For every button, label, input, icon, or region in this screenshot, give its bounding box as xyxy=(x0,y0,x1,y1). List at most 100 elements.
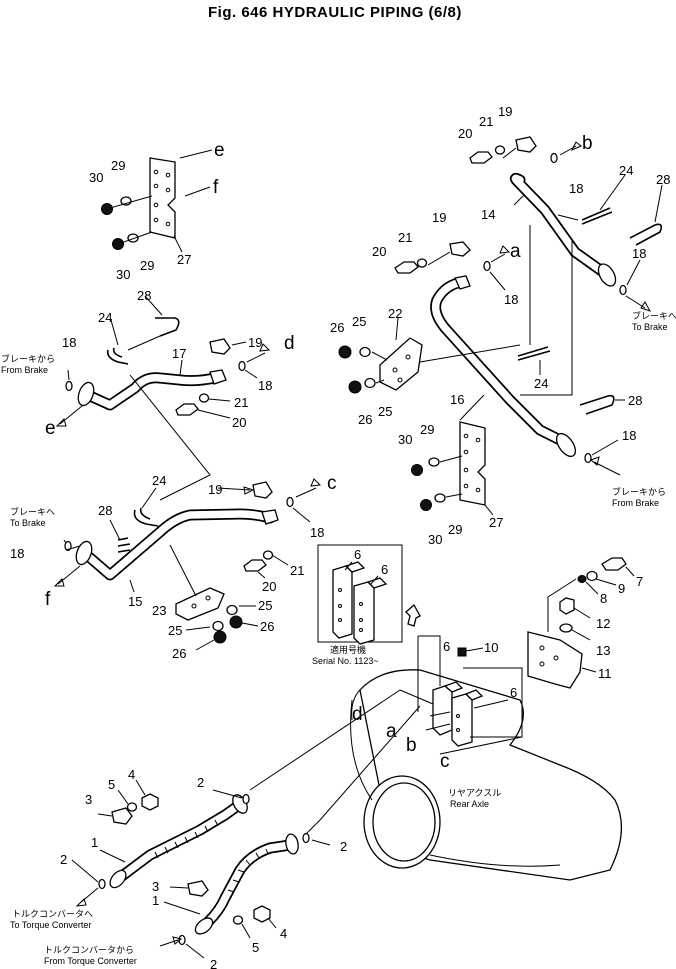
flange-1-lower-top xyxy=(285,833,299,855)
pipe-14 xyxy=(509,173,609,278)
bolt-4-upper xyxy=(141,793,159,811)
callout-18: 18 xyxy=(258,378,272,393)
callout-6: 6 xyxy=(354,547,361,562)
callout-24: 24 xyxy=(152,473,166,488)
note-from-tc-jp: トルクコンバータから xyxy=(44,945,134,955)
letter-e: e xyxy=(214,140,225,161)
callout-14: 14 xyxy=(481,207,495,222)
callout-10: 10 xyxy=(484,640,498,655)
flange-15 xyxy=(75,540,93,566)
callout-21: 21 xyxy=(234,395,248,410)
note-to-tc-jp: トルクコンバータへ xyxy=(12,909,93,919)
callout-19: 19 xyxy=(432,210,446,225)
callout-20: 20 xyxy=(262,579,276,594)
callout-4: 4 xyxy=(280,926,287,941)
hose-1-lower xyxy=(202,839,296,928)
washer-29c xyxy=(428,457,440,467)
note-from-brake-en-right: From Brake xyxy=(612,498,659,508)
o-ring-18-top xyxy=(550,152,558,164)
letter-d: d xyxy=(284,333,295,354)
letter-a: a xyxy=(386,721,397,742)
callout-27: 27 xyxy=(177,252,191,267)
rear-axle xyxy=(350,669,623,881)
o-ring-18-left-lower xyxy=(286,496,294,508)
letter-d: d xyxy=(352,704,363,725)
nut-30a xyxy=(101,203,113,215)
elbow-3-lower xyxy=(187,880,209,897)
callout-24: 24 xyxy=(619,163,633,178)
bolt-20-left xyxy=(175,403,199,416)
fitting-17-end xyxy=(209,369,227,385)
callout-28: 28 xyxy=(656,172,670,187)
bolt-20-top xyxy=(469,151,493,164)
callout-30: 30 xyxy=(428,532,442,547)
washer-9 xyxy=(586,570,598,582)
note-serial-en: Serial No. 1123~ xyxy=(312,656,379,666)
o-ring-2-b xyxy=(302,832,310,844)
block-outline xyxy=(399,635,523,755)
callout-5: 5 xyxy=(108,777,115,792)
bolt-20-left-lower xyxy=(243,559,267,572)
o-ring-2-d xyxy=(178,934,186,946)
o-ring-2-a xyxy=(242,793,250,805)
letter-b: b xyxy=(406,735,417,756)
callout-18: 18 xyxy=(10,546,24,561)
callout-26: 26 xyxy=(358,412,372,427)
note-serial-jp: 適用号機 xyxy=(330,644,366,655)
washer-5-upper xyxy=(126,802,138,812)
washer-25-left-b xyxy=(212,620,224,632)
elbow-3-upper xyxy=(111,807,133,825)
letter-f: f xyxy=(45,589,51,610)
callout-25: 25 xyxy=(378,404,392,419)
washer-21-left-lower xyxy=(262,550,274,560)
callout-29: 29 xyxy=(111,158,125,173)
callout-20: 20 xyxy=(232,415,246,430)
callout-21: 21 xyxy=(398,230,412,245)
letter-a: a xyxy=(510,241,521,262)
letter-f: f xyxy=(213,177,219,198)
callout-8: 8 xyxy=(600,591,607,606)
arrow-marker xyxy=(405,603,421,627)
o-ring-18-left xyxy=(238,360,246,372)
note-to-brake-jp-left: ブレーキへ xyxy=(10,506,55,517)
flange-1-lower-end xyxy=(194,917,214,935)
note-rear-axle-en: Rear Axle xyxy=(450,799,489,809)
callout-24: 24 xyxy=(98,310,112,325)
callout-18: 18 xyxy=(632,246,646,261)
nut-26-right-a xyxy=(338,345,352,359)
note-to-brake-en-left: To Brake xyxy=(10,518,46,528)
nut-26-left-b xyxy=(213,630,227,644)
callout-22: 22 xyxy=(388,306,402,321)
letter-b: b xyxy=(582,133,593,154)
callout-21: 21 xyxy=(290,563,304,578)
callout-25: 25 xyxy=(258,598,272,613)
serial-inset xyxy=(317,544,403,645)
fitting-15-end xyxy=(261,509,279,525)
callout-30: 30 xyxy=(89,170,103,185)
callout-18: 18 xyxy=(504,292,518,307)
callout-16: 16 xyxy=(450,392,464,407)
connection-letters: e f b a d e c f d a b c xyxy=(45,133,593,772)
plug-10 xyxy=(457,647,467,657)
callout-29: 29 xyxy=(448,522,462,537)
callout-4: 4 xyxy=(128,767,135,782)
elbow-19-left-lower xyxy=(252,481,273,499)
callout-3: 3 xyxy=(152,879,159,894)
callout-30: 30 xyxy=(398,432,412,447)
elbow-19-left xyxy=(209,338,231,355)
nut-30b xyxy=(112,238,124,250)
bolt-4-lower xyxy=(253,905,271,923)
callout-19: 19 xyxy=(498,104,512,119)
nut-30c xyxy=(411,464,423,476)
callout-18: 18 xyxy=(622,428,636,443)
washer-5-lower xyxy=(232,915,244,925)
washer-8 xyxy=(577,575,587,583)
callout-6: 6 xyxy=(381,562,388,577)
nut-26-right-b xyxy=(348,380,362,394)
callout-13: 13 xyxy=(596,643,610,658)
callout-2: 2 xyxy=(197,775,204,790)
elbow-19-top xyxy=(515,136,537,153)
callout-6: 6 xyxy=(510,685,517,700)
callout-1: 1 xyxy=(152,893,159,908)
block-6-left xyxy=(432,681,464,736)
